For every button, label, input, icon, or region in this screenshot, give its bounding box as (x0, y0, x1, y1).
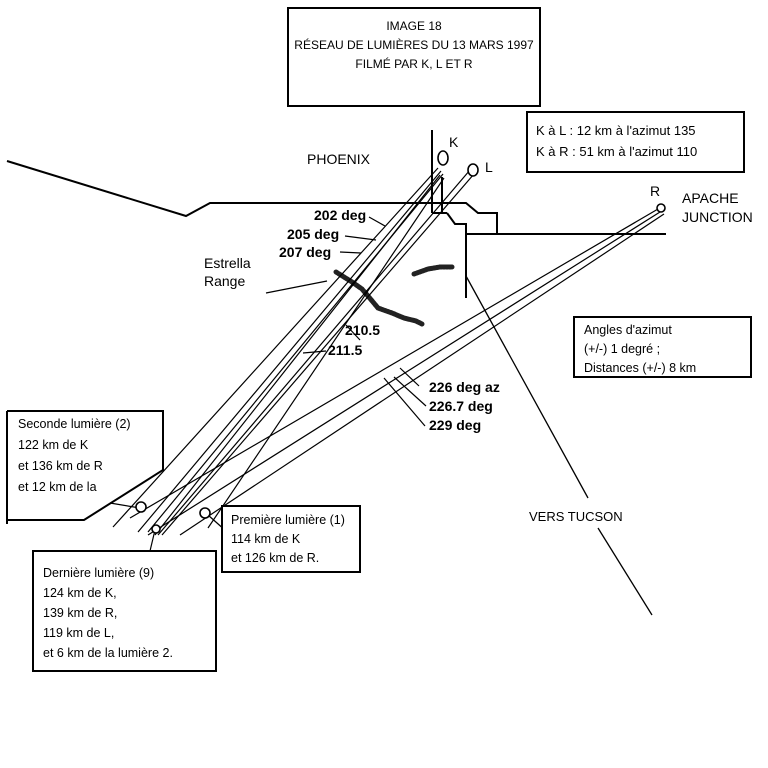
boundary-inner (446, 212, 467, 298)
azimuth-202-label: 202 deg (314, 207, 367, 223)
boundary-west (6, 160, 437, 218)
accuracy-line-2: (+/-) 1 degré ; (584, 342, 661, 356)
tucson-label: VERS TUCSON (529, 509, 623, 524)
last-light-box: Dernière lumière (9) 124 km de K, 139 km… (32, 550, 217, 672)
phoenix-label: PHOENIX (307, 151, 371, 167)
apache-junction-label-1: APACHE (682, 190, 739, 206)
accuracy-line-3: Distances (+/-) 8 km (584, 361, 697, 375)
azimuth-211-5-label: 211.5 (328, 342, 363, 358)
second-light-callout (6, 410, 164, 524)
title-box: IMAGE 18 RÉSEAU DE LUMIÈRES DU 13 MARS 1… (287, 7, 541, 107)
tucson-road (465, 275, 653, 616)
azimuth-205-label: 205 deg (287, 226, 340, 242)
accuracy-box: Angles d'azimut (+/-) 1 degré ; Distance… (573, 316, 752, 378)
last-light-line-5: et 6 km de la lumière 2. (43, 646, 173, 660)
phoenix-boundary (6, 130, 666, 298)
station-r-label: R (650, 183, 661, 199)
apache-junction-label-2: JUNCTION (682, 209, 753, 225)
title-line-2: RÉSEAU DE LUMIÈRES DU 13 MARS 1997 (294, 38, 534, 52)
station-k-marker (437, 150, 449, 166)
second-light-line-4: et 12 km de la (18, 480, 97, 494)
station-l-label: L (485, 159, 493, 175)
last-light-line-3: 139 km de R, (43, 606, 118, 620)
first-light-line-2: 114 km de K (231, 532, 301, 546)
sight-lines-k (112, 167, 445, 536)
leader-lines (109, 216, 427, 552)
light-9-marker (151, 524, 161, 534)
station-l-marker (467, 163, 479, 177)
last-light-line-1: Dernière lumière (9) (43, 566, 155, 580)
last-light-line-2: 124 km de K, (43, 586, 117, 600)
second-light-line-3: et 136 km de R (18, 459, 103, 473)
estrella-range-shape (333, 264, 455, 327)
estrella-range-label-2: Range (204, 273, 246, 289)
first-light-line-3: et 126 km de R. (231, 551, 320, 565)
station-distances-box: K à L : 12 km à l'azimut 135 K à R : 51 … (526, 111, 745, 173)
boundary-east-notch (437, 202, 498, 234)
first-light-box: Première lumière (1) 114 km de K et 126 … (221, 505, 361, 573)
second-light-line-2: 122 km de K (18, 438, 89, 452)
azimuth-229-label: 229 deg (429, 417, 482, 433)
second-light-line-1: Seconde lumière (2) (18, 417, 131, 431)
sight-lines-l (157, 169, 475, 536)
azimuth-207-label: 207 deg (279, 244, 332, 260)
azimuth-210-5-label: 210.5 (345, 322, 381, 338)
light-1-marker (199, 507, 211, 519)
title-line-1: IMAGE 18 (386, 19, 442, 33)
light-2-marker (135, 501, 147, 513)
sight-lines-r (129, 208, 665, 536)
k-to-l-distance: K à L : 12 km à l'azimut 135 (536, 123, 696, 138)
station-r-marker (656, 203, 666, 213)
station-k-label: K (449, 134, 459, 150)
azimuth-226-label: 226 deg az (429, 379, 500, 395)
last-light-line-4: 119 km de L, (43, 626, 115, 640)
estrella-range-label-1: Estrella (204, 255, 251, 271)
first-light-line-1: Première lumière (1) (231, 513, 345, 527)
title-line-3: FILMÉ PAR K, L ET R (355, 57, 473, 71)
k-to-r-distance: K à R : 51 km à l'azimut 110 (536, 144, 698, 159)
second-light-info: Seconde lumière (2) 122 km de K et 136 k… (18, 414, 131, 498)
azimuth-226-7-label: 226.7 deg (429, 398, 493, 414)
accuracy-line-1: Angles d'azimut (584, 323, 672, 337)
